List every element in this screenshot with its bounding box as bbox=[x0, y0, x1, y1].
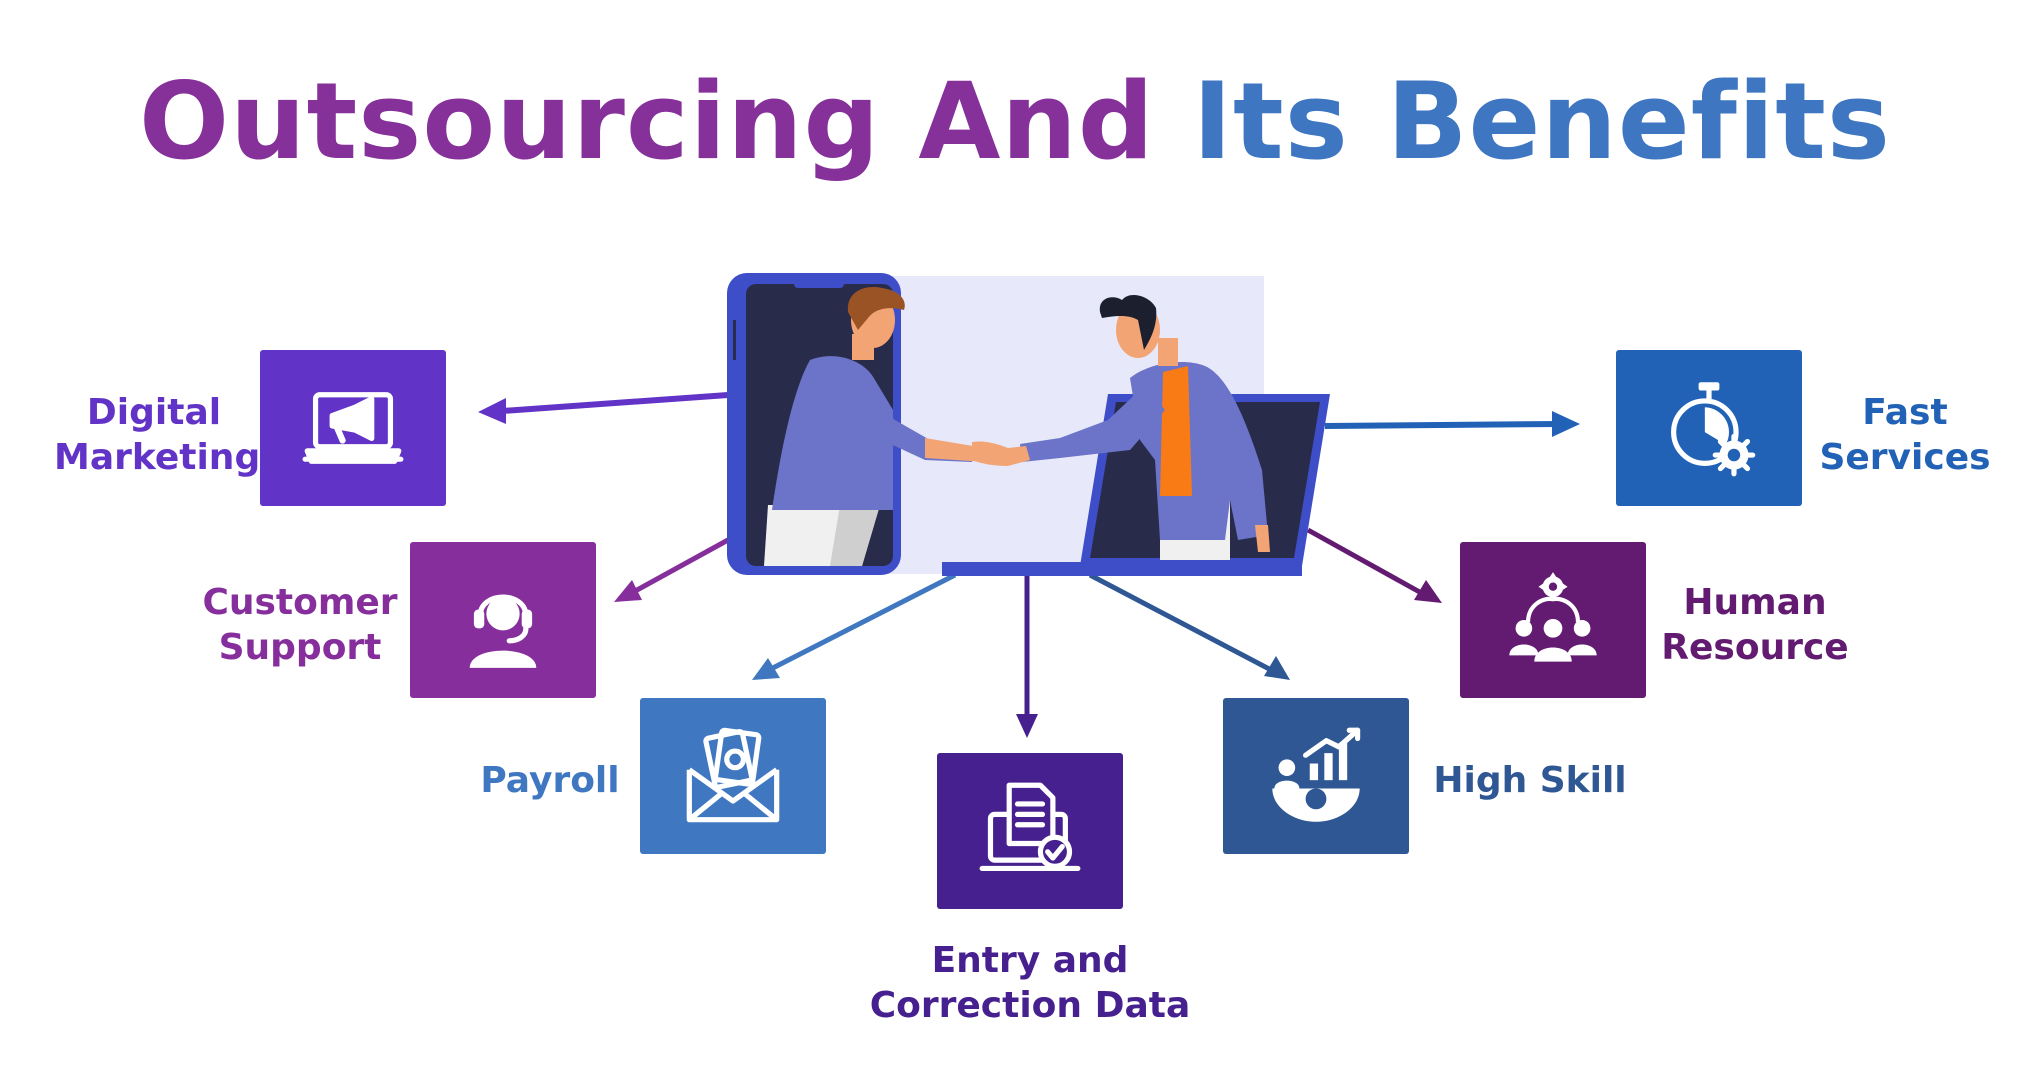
tile-customer-support bbox=[410, 542, 596, 698]
phone-notch bbox=[794, 280, 844, 288]
label-digital-marketing: Digital Marketing bbox=[54, 390, 261, 480]
phone-person-pants-shadow bbox=[830, 505, 880, 566]
laptop-base bbox=[942, 562, 1302, 576]
label-customer-support: Customer Support bbox=[200, 580, 400, 670]
headset-person-icon bbox=[469, 594, 537, 668]
label-human-resource: Human Resource bbox=[1660, 580, 1850, 670]
label-entry-correction-line-2: Correction Data bbox=[869, 985, 1191, 1026]
laptop-person-neck bbox=[1158, 338, 1178, 366]
handshake-hands bbox=[972, 441, 1030, 466]
arrow-digital-marketing bbox=[487, 392, 729, 415]
tile-high-skill bbox=[1223, 698, 1409, 854]
arrowhead-digital-marketing bbox=[478, 398, 506, 424]
laptop-megaphone-icon bbox=[302, 392, 404, 464]
page-title: Outsourcing And Its Benefits bbox=[0, 60, 2030, 183]
arrowhead-entry-correction bbox=[1016, 714, 1038, 738]
phone-person-forearm bbox=[925, 438, 985, 462]
tile-human-resource bbox=[1460, 542, 1646, 698]
arrow-fast-services bbox=[1324, 421, 1561, 429]
label-entry-correction: Entry and Correction Data bbox=[860, 938, 1200, 1028]
label-payroll: Payroll bbox=[470, 758, 630, 803]
title-part-1: Outsourcing And bbox=[139, 60, 1155, 183]
arrow-customer-support bbox=[626, 537, 730, 598]
title-part-2: Its Benefits bbox=[1192, 60, 1891, 183]
phone-side-button bbox=[733, 320, 736, 360]
laptop-person-hair bbox=[1099, 294, 1157, 350]
arrowhead-high-skill bbox=[1264, 656, 1290, 680]
label-customer-support-line-1: Customer bbox=[202, 582, 398, 623]
team-gear-icon bbox=[1509, 572, 1597, 662]
phone-person-hair bbox=[847, 287, 905, 330]
label-entry-correction-line-1: Entry and bbox=[931, 940, 1129, 981]
laptop-person-arm bbox=[1020, 385, 1165, 462]
tile-entry-correction bbox=[937, 753, 1123, 909]
tile-digital-marketing bbox=[260, 350, 446, 506]
label-high-skill-line-1: High Skill bbox=[1433, 760, 1627, 801]
label-digital-marketing-line-2: Marketing bbox=[54, 437, 261, 478]
label-high-skill: High Skill bbox=[1420, 758, 1640, 803]
arrow-high-skill bbox=[1088, 572, 1277, 675]
label-fast-services-line-1: Fast bbox=[1862, 392, 1948, 433]
arrow-payroll bbox=[763, 572, 957, 675]
gear-chart-person-icon bbox=[1272, 727, 1361, 822]
label-customer-support-line-2: Support bbox=[218, 627, 382, 668]
arrow-human-resource bbox=[1306, 527, 1427, 598]
arrowhead-customer-support bbox=[614, 580, 642, 602]
label-fast-services: Fast Services bbox=[1810, 390, 2000, 480]
arrowhead-human-resource bbox=[1414, 580, 1442, 603]
label-fast-services-line-2: Services bbox=[1819, 437, 1991, 478]
laptop-person-right-hand bbox=[1255, 525, 1270, 552]
stopwatch-gear-icon bbox=[1671, 382, 1756, 477]
label-human-resource-line-1: Human bbox=[1683, 582, 1827, 623]
label-digital-marketing-line-1: Digital bbox=[86, 392, 222, 433]
label-payroll-line-1: Payroll bbox=[480, 760, 620, 801]
document-laptop-check-icon bbox=[979, 782, 1081, 872]
label-human-resource-line-2: Resource bbox=[1661, 627, 1849, 668]
money-envelope-icon bbox=[686, 727, 780, 823]
tile-fast-services bbox=[1616, 350, 1802, 506]
laptop-person-shirt bbox=[1160, 366, 1192, 496]
arrowhead-fast-services bbox=[1552, 411, 1580, 437]
arrowhead-payroll bbox=[752, 658, 780, 680]
tile-payroll bbox=[640, 698, 826, 854]
